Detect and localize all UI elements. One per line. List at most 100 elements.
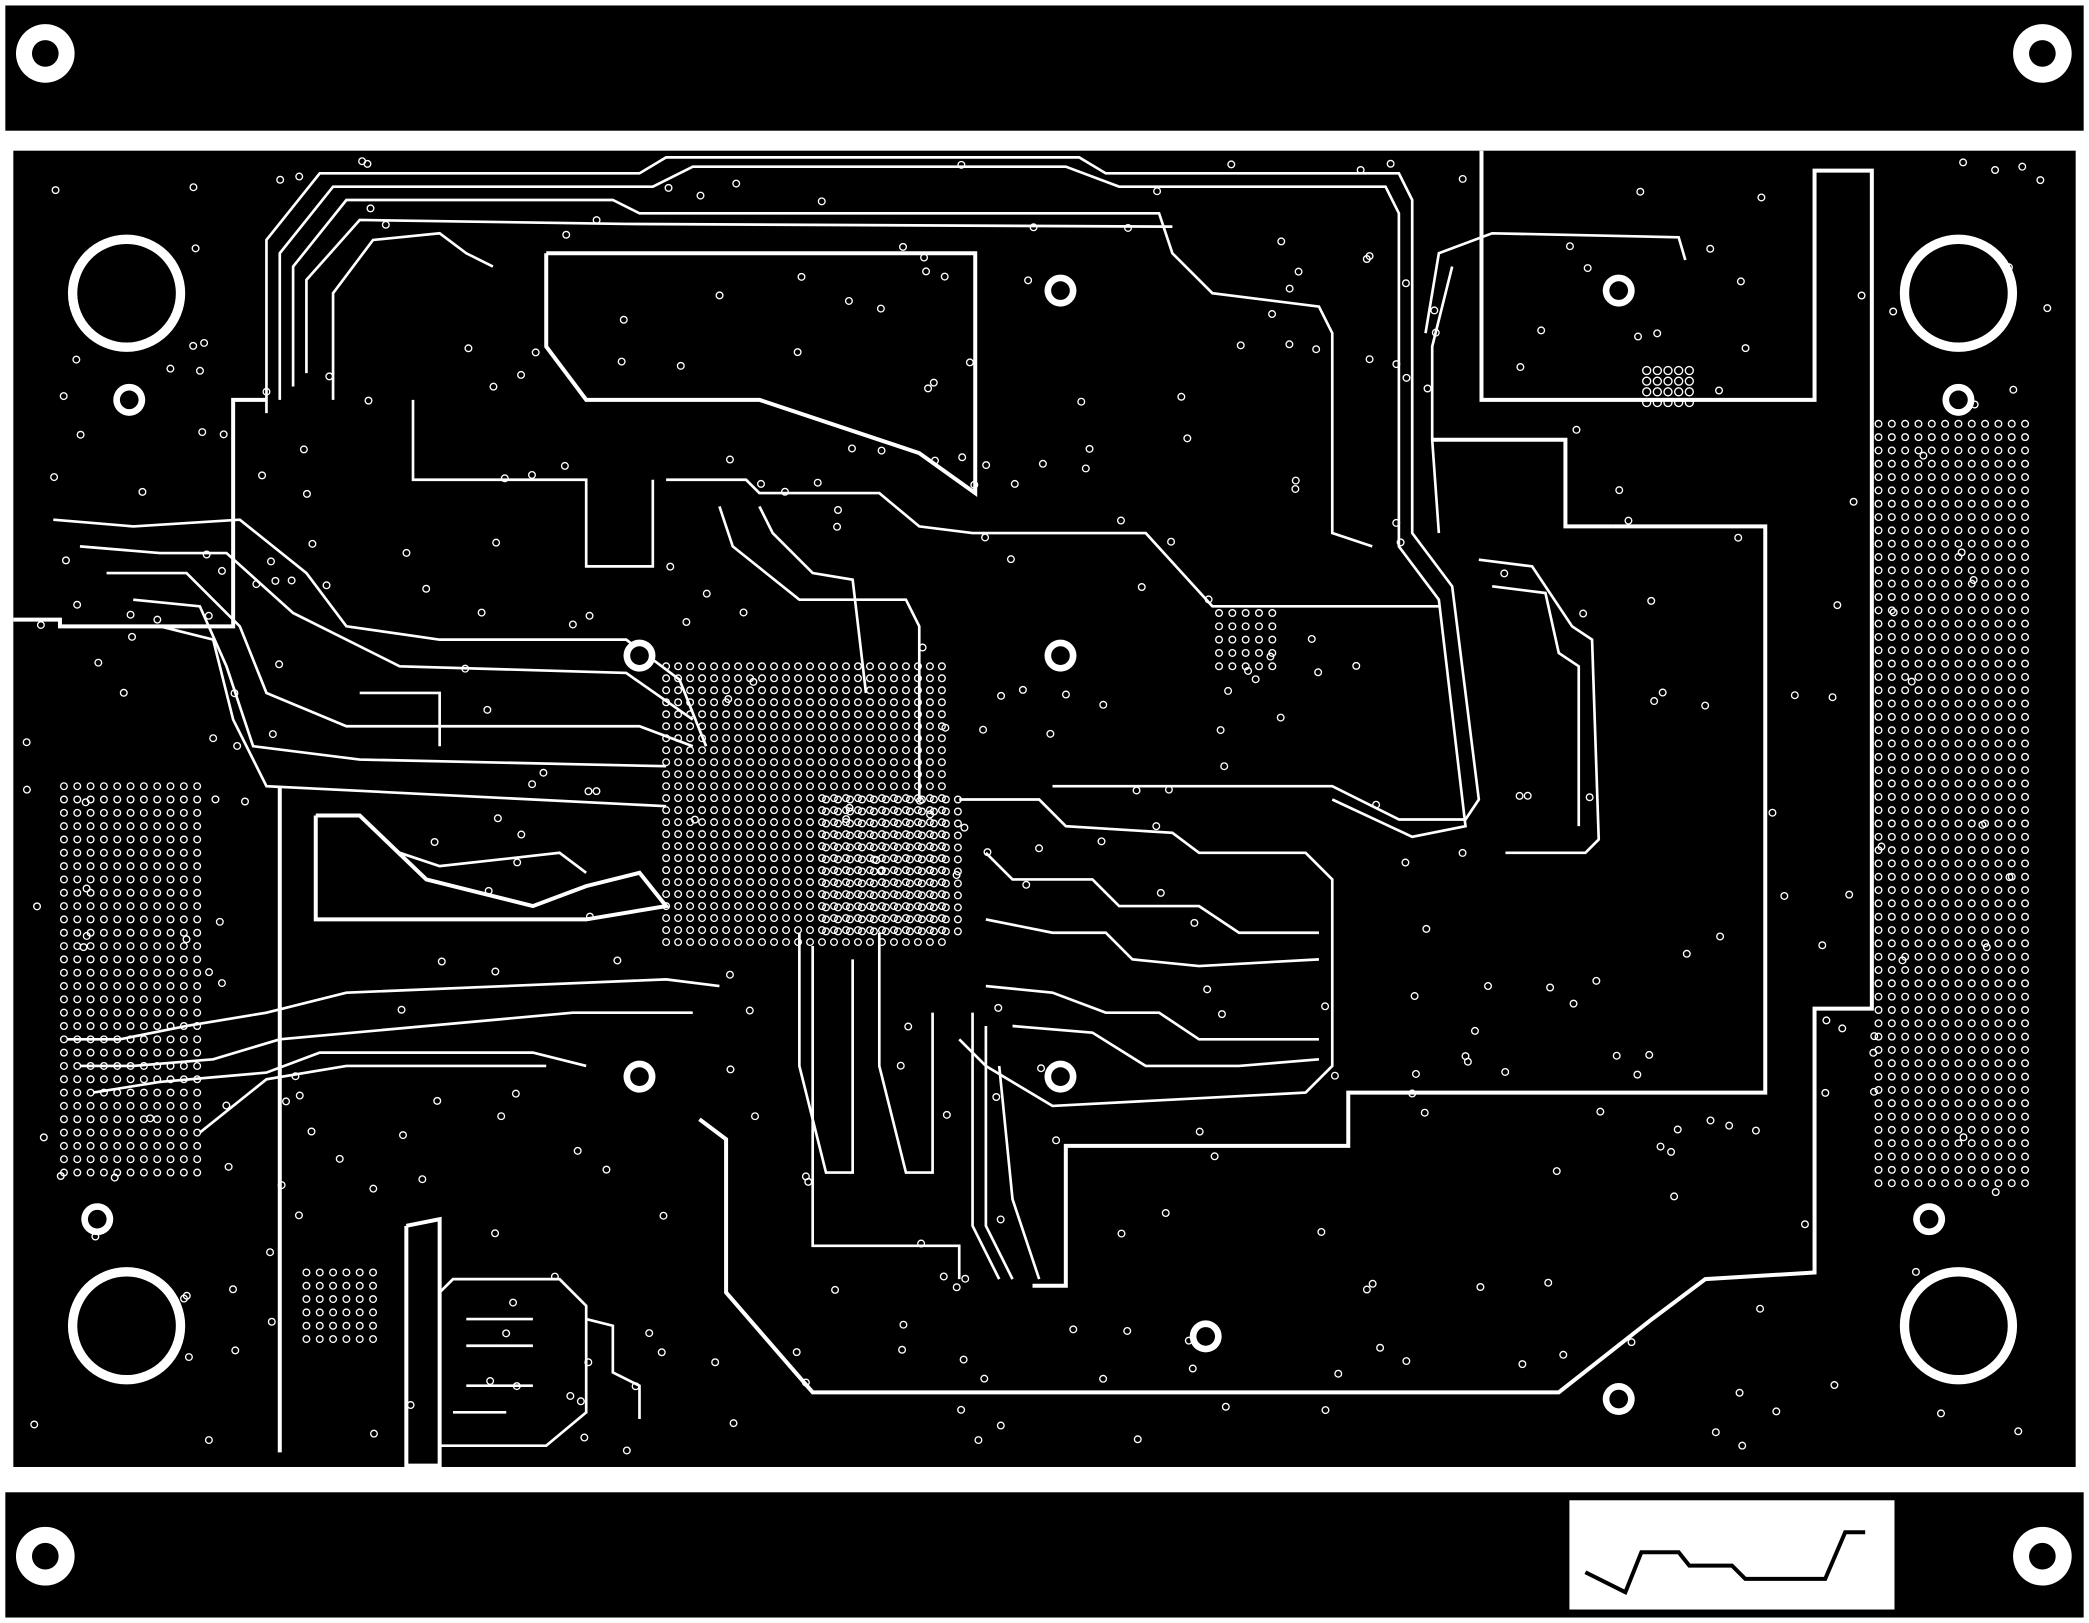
- via-icon: [913, 758, 922, 767]
- via-icon: [1010, 479, 1019, 488]
- via-icon: [877, 867, 886, 876]
- via-icon: [710, 818, 719, 827]
- via-icon: [73, 995, 82, 1004]
- via-icon: [834, 855, 842, 864]
- via-icon: [1901, 1072, 1910, 1081]
- via-icon: [959, 1355, 968, 1364]
- via-icon: [205, 968, 214, 977]
- via-icon: [865, 710, 874, 719]
- via-icon: [99, 1008, 108, 1017]
- via-icon: [1642, 365, 1652, 376]
- via-icon: [698, 710, 707, 719]
- via-icon: [674, 782, 683, 791]
- via-icon: [2021, 459, 2030, 468]
- via-icon: [1652, 397, 1663, 408]
- via-icon: [381, 220, 390, 229]
- via-icon: [369, 1335, 378, 1344]
- via-icon: [794, 854, 803, 863]
- via-icon: [1887, 939, 1896, 948]
- via-icon: [686, 698, 695, 707]
- via-icon: [1874, 553, 1883, 562]
- via-icon: [1887, 739, 1896, 748]
- via-icon: [2021, 1179, 2030, 1188]
- via-icon: [794, 818, 803, 827]
- via-icon: [126, 1155, 135, 1164]
- via-icon: [1889, 307, 1898, 316]
- via-icon: [913, 674, 922, 683]
- via-icon: [806, 902, 815, 911]
- via-icon: [86, 995, 95, 1004]
- via-icon: [59, 928, 68, 937]
- via-icon: [1959, 1133, 1968, 1142]
- via-icon: [725, 455, 734, 464]
- via-icon: [329, 1335, 338, 1344]
- via-icon: [782, 914, 791, 923]
- via-icon: [1914, 1152, 1923, 1161]
- via-icon: [941, 795, 950, 804]
- via-icon: [1914, 1032, 1923, 1041]
- via-icon: [2021, 1032, 2030, 1041]
- via-icon: [1901, 1152, 1910, 1161]
- via-icon: [166, 1021, 175, 1030]
- via-icon: [1954, 792, 1963, 801]
- via-icon: [1887, 632, 1896, 641]
- via-icon: [355, 1335, 364, 1344]
- via-icon: [841, 710, 850, 719]
- via-icon: [853, 806, 862, 815]
- via-icon: [1822, 1016, 1831, 1025]
- via-icon: [86, 875, 95, 884]
- via-icon: [139, 848, 148, 857]
- via-icon: [770, 938, 779, 947]
- via-icon: [1981, 433, 1990, 442]
- via-icon: [355, 1321, 364, 1330]
- via-icon: [1981, 792, 1990, 801]
- via-icon: [1516, 363, 1525, 372]
- via-icon: [710, 806, 719, 815]
- via-icon: [1927, 526, 1936, 535]
- via-icon: [126, 928, 135, 937]
- via-icon: [869, 795, 878, 804]
- via-icon: [86, 1061, 95, 1070]
- via-icon: [1663, 376, 1673, 386]
- via-icon: [877, 890, 886, 899]
- mounting-hole-center: [87, 1209, 107, 1229]
- via-icon: [1887, 672, 1896, 681]
- via-icon: [746, 854, 755, 863]
- via-icon: [1887, 846, 1896, 855]
- trace-icon: [971, 1012, 1001, 1280]
- via-icon: [73, 600, 82, 609]
- via-icon: [662, 818, 671, 827]
- via-icon: [806, 710, 815, 719]
- via-icon: [1994, 1099, 2003, 1108]
- mounting-hole-center: [1051, 646, 1070, 665]
- via-icon: [830, 662, 838, 671]
- via-icon: [1927, 952, 1936, 961]
- via-icon: [917, 843, 926, 852]
- via-icon: [1901, 593, 1910, 602]
- via-icon: [99, 1061, 108, 1070]
- via-icon: [770, 686, 779, 695]
- via-icon: [722, 938, 731, 947]
- via-icon: [1392, 360, 1401, 369]
- via-icon: [1914, 832, 1923, 841]
- via-icon: [746, 818, 755, 827]
- via-icon: [853, 686, 862, 695]
- via-icon: [686, 806, 695, 815]
- via-icon: [1927, 566, 1936, 575]
- via-icon: [211, 795, 220, 804]
- via-icon: [539, 768, 548, 777]
- via-icon: [857, 915, 866, 924]
- via-icon: [845, 819, 854, 828]
- via-icon: [1927, 832, 1936, 841]
- via-icon: [1954, 992, 1963, 1001]
- via-icon: [698, 818, 707, 827]
- via-icon: [806, 878, 815, 887]
- via-icon: [1518, 1360, 1527, 1369]
- via-icon: [758, 686, 767, 695]
- via-icon: [1941, 739, 1950, 748]
- via-icon: [1887, 952, 1896, 961]
- via-icon: [901, 842, 910, 851]
- via-icon: [746, 782, 755, 791]
- via-icon: [576, 1397, 585, 1406]
- via-icon: [1585, 793, 1594, 802]
